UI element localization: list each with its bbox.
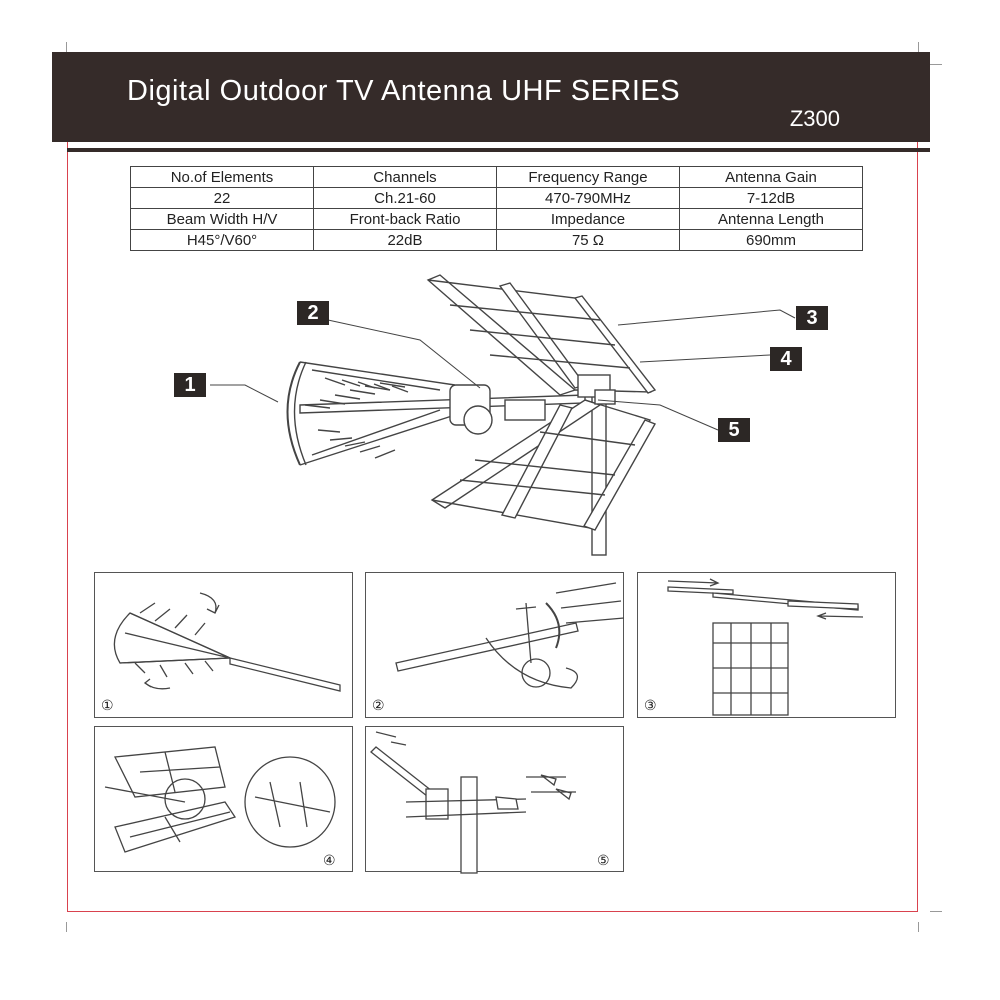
step-panel-1 bbox=[94, 572, 353, 718]
table-cell: 470-790MHz bbox=[496, 187, 680, 209]
spec-table: No.of Elements Channels Frequency Range … bbox=[130, 166, 863, 251]
crop-mark bbox=[930, 911, 942, 912]
page-title: Digital Outdoor TV Antenna UHF SERIES bbox=[127, 75, 681, 107]
table-cell: 75 Ω bbox=[496, 229, 680, 251]
header-rule bbox=[67, 148, 930, 152]
reflector-unfold-drawing bbox=[113, 592, 341, 692]
crop-mark bbox=[918, 42, 919, 52]
table-cell: 22dB bbox=[313, 229, 497, 251]
panel-extend-drawing bbox=[667, 578, 864, 716]
step-panel-3 bbox=[637, 572, 896, 718]
step-number: ③ bbox=[644, 697, 657, 713]
crop-mark bbox=[66, 922, 67, 932]
table-row: H45°/V60° 22dB 75 Ω 690mm bbox=[130, 229, 863, 251]
step-number: ⑤ bbox=[597, 852, 610, 868]
step-number: ④ bbox=[323, 852, 336, 868]
callout-1: 1 bbox=[174, 373, 206, 397]
crop-mark bbox=[930, 64, 942, 65]
crop-mark bbox=[918, 922, 919, 932]
table-cell: Beam Width H/V bbox=[130, 208, 314, 230]
mast-clamp-drawing bbox=[370, 731, 576, 874]
step-panel-5 bbox=[365, 726, 624, 874]
callout-5: 5 bbox=[718, 418, 750, 442]
table-cell: 690mm bbox=[679, 229, 863, 251]
table-cell: H45°/V60° bbox=[130, 229, 314, 251]
boom-assembly-drawing bbox=[395, 582, 625, 689]
step-panel-2 bbox=[365, 572, 625, 718]
crop-mark bbox=[66, 42, 67, 52]
callout-2: 2 bbox=[297, 301, 329, 325]
callout-3: 3 bbox=[796, 306, 828, 330]
model-number: Z300 bbox=[789, 106, 840, 131]
table-row: 22 Ch.21-60 470-790MHz 7-12dB bbox=[130, 187, 863, 209]
title-banner bbox=[52, 52, 930, 142]
panel-mount-drawing bbox=[104, 746, 336, 853]
step-number: ① bbox=[101, 697, 114, 713]
step-number: ② bbox=[372, 697, 385, 713]
callout-4: 4 bbox=[770, 347, 802, 371]
table-cell: Antenna Gain bbox=[679, 166, 863, 188]
step-panel-4 bbox=[94, 726, 353, 872]
